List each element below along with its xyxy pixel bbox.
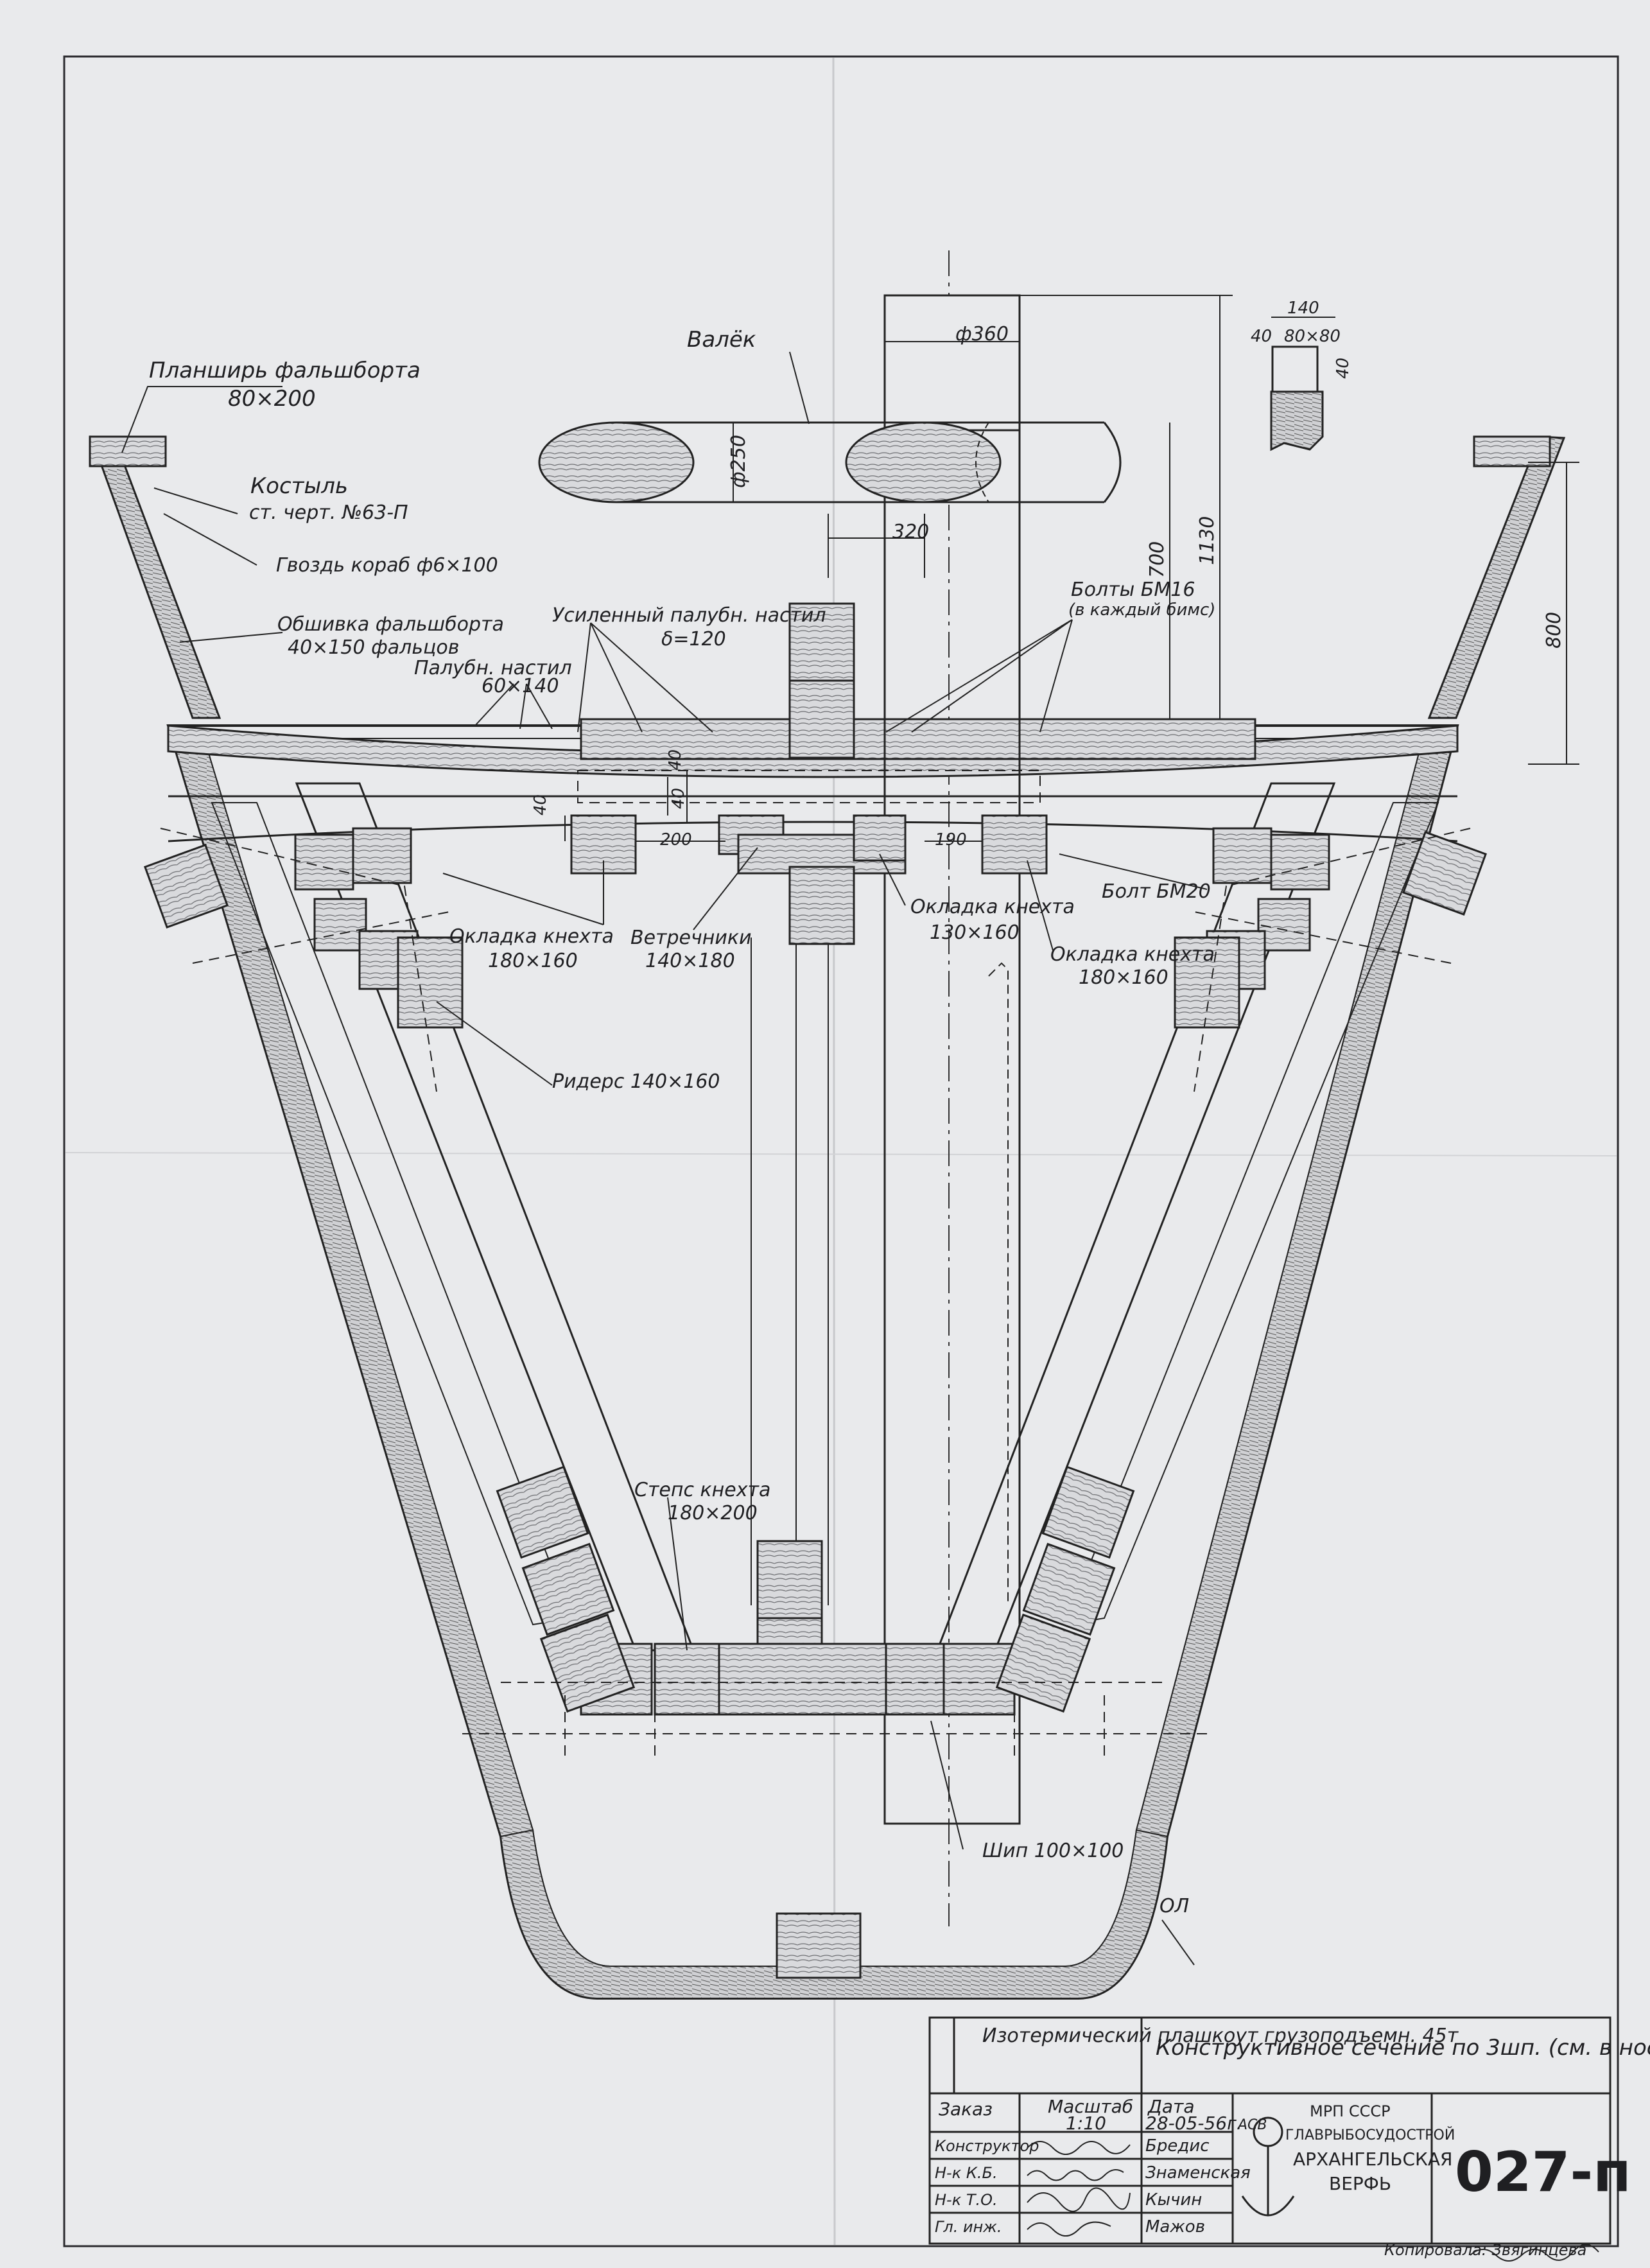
dim-d200: 200 bbox=[660, 830, 692, 850]
cap-rail-right bbox=[1473, 435, 1551, 467]
barrel-hidden bbox=[975, 422, 989, 503]
dimension-lines bbox=[564, 295, 1579, 842]
dim-d40v: 40 bbox=[669, 788, 688, 809]
bollard-top bbox=[883, 294, 1021, 432]
tb-role-2: Н-к Т.О. bbox=[935, 2191, 998, 2209]
tb-role-0: Конструктор bbox=[935, 2137, 1039, 2155]
side-blocks-right bbox=[995, 827, 1488, 1713]
dim-d40: 40 bbox=[531, 794, 550, 816]
label-ol: ОЛ bbox=[1159, 1895, 1189, 1917]
label-okladka-left-size: 180×160 bbox=[488, 950, 578, 972]
tb-name-3: Мажов bbox=[1145, 2217, 1205, 2237]
dim-w40b: 40 bbox=[1333, 358, 1353, 379]
barrel-end bbox=[1103, 422, 1122, 503]
label-okladka-right-size: 180×160 bbox=[1079, 966, 1168, 989]
tb-product-1: Изотермический плашкоут грузоподъемн. 45… bbox=[982, 2025, 1459, 2047]
planking-bottom bbox=[499, 1829, 1168, 1999]
hidden-line bbox=[988, 962, 1009, 1605]
side-blocks-left bbox=[143, 827, 636, 1713]
label-palubn-nastil-size: 60×140 bbox=[482, 675, 559, 697]
title-block bbox=[928, 2016, 1611, 2245]
dim-w40a: 40 bbox=[1251, 327, 1272, 346]
dim-h1130: 1130 bbox=[1196, 516, 1219, 565]
label-steps-size: 180×200 bbox=[668, 1502, 758, 1524]
label-kostyl: Костыль bbox=[250, 473, 348, 499]
barrel-left-section bbox=[538, 421, 695, 503]
dim-w80x80: 80×80 bbox=[1284, 327, 1341, 346]
label-vetrechniki-size: 140×180 bbox=[645, 950, 735, 972]
org-logo bbox=[1241, 2116, 1295, 2217]
tb-name-0: Бредис bbox=[1145, 2136, 1210, 2156]
tb-name-1: Знаменская bbox=[1145, 2163, 1251, 2183]
tb-scale-value: 1:10 bbox=[1066, 2113, 1106, 2134]
dim-d40w: 40 bbox=[666, 749, 685, 771]
label-planshir-size: 80×200 bbox=[228, 386, 316, 412]
tb-org-line2: ГЛАВРЫБОСУДОСТРОЙ bbox=[1285, 2127, 1455, 2143]
reinforced-deck bbox=[580, 718, 1256, 760]
label-okladka-right: Окладка кнехта bbox=[1050, 943, 1215, 966]
hidden-lines bbox=[160, 770, 1471, 1759]
dim-h700: 700 bbox=[1146, 541, 1168, 578]
leader-lines bbox=[121, 351, 1208, 1966]
label-vetrechniki: Ветречники bbox=[630, 927, 751, 949]
sheet-frame bbox=[63, 55, 1619, 2247]
dim-d250: ф250 bbox=[727, 435, 750, 488]
dim-w140: 140 bbox=[1287, 299, 1319, 318]
label-kostyl-ref: ст. черт. №63-П bbox=[249, 502, 408, 524]
dim-d190: 190 bbox=[935, 830, 967, 850]
tb-date-label: Дата bbox=[1147, 2096, 1195, 2117]
tb-order-label: Заказ bbox=[939, 2098, 993, 2120]
tb-drawing-number: 027-п bbox=[1455, 2140, 1631, 2204]
logo-letters: АСВ bbox=[1237, 2117, 1267, 2133]
label-bolt-bm20: Болт БМ20 bbox=[1102, 880, 1211, 903]
dim-w320: 320 bbox=[892, 521, 929, 543]
label-steps: Степс кнехта bbox=[634, 1479, 770, 1501]
tb-drawing-title: Конструктивное сечение по 3шп. (см. в но… bbox=[1156, 2035, 1650, 2061]
label-gvozd: Гвоздь кораб ф6×100 bbox=[276, 554, 498, 577]
label-obshivka: Обшивка фальшборта bbox=[277, 613, 504, 636]
tb-name-2: Кычин bbox=[1145, 2190, 1202, 2210]
label-okladka-center: Окладка кнехта bbox=[910, 896, 1075, 918]
label-bolty-note: (в каждый бимс) bbox=[1068, 600, 1215, 620]
label-bolty-bm16: Болты БМ16 bbox=[1071, 579, 1195, 601]
label-valek: Валёк bbox=[687, 327, 756, 353]
cap-rail-left bbox=[89, 435, 167, 467]
label-usil-nastil-size: δ=120 bbox=[661, 628, 726, 650]
tb-org-line1: МРП СССР bbox=[1310, 2102, 1391, 2120]
label-obshivka-size: 40×150 фальцов bbox=[288, 636, 459, 659]
timber-blocks bbox=[570, 602, 1048, 1979]
tb-role-3: Гл. инж. bbox=[935, 2218, 1002, 2236]
bulwark-right bbox=[1427, 435, 1566, 719]
barrel-center-section bbox=[845, 421, 1002, 503]
tb-org-line3: АРХАНГЕЛЬСКАЯ bbox=[1293, 2149, 1453, 2170]
label-okladka-left: Окладка кнехта bbox=[449, 925, 614, 948]
label-planshir: Планширь фальшборта bbox=[149, 358, 421, 383]
detail-sketch bbox=[1270, 345, 1324, 451]
tb-role-1: Н-к К.Б. bbox=[935, 2164, 998, 2182]
tb-copied-by: Копировала: Звягинцева bbox=[1384, 2241, 1586, 2259]
signatures bbox=[1027, 2141, 1599, 2262]
tb-date-value: 28-05-56г. bbox=[1145, 2113, 1242, 2134]
tb-org-line4: ВЕРФЬ bbox=[1329, 2173, 1391, 2194]
label-riders: Ридерс 140×160 bbox=[552, 1070, 720, 1093]
frame-right bbox=[1064, 802, 1439, 1626]
label-palubn-nastil: Палубн. настил bbox=[414, 657, 572, 679]
dim-d360: ф360 bbox=[955, 323, 1009, 345]
label-usil-nastil: Усиленный палубн. настил bbox=[552, 604, 826, 627]
label-okladka-center-size: 130×160 bbox=[930, 921, 1020, 944]
bulwark-left bbox=[89, 435, 221, 719]
label-ship: Шип 100×100 bbox=[982, 1840, 1124, 1862]
tb-scale-label: Масштаб bbox=[1048, 2096, 1133, 2117]
dim-h800: 800 bbox=[1543, 612, 1565, 649]
